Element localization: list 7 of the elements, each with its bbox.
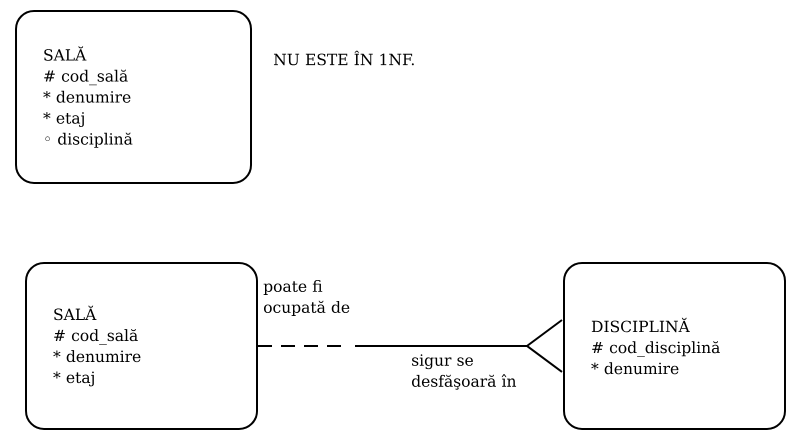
- note: NU ESTE ÎN 1NF.: [274, 50, 414, 66]
- edge-label: poate fi ocupată de: [264, 280, 350, 316]
- entity-box: SALĂ # cod_sală * denumire * etaj ◦ disciplină: [15, 10, 252, 184]
- role-label: sigur se desfăşoară în: [412, 354, 516, 390]
- relationship-line: [258, 319, 563, 373]
- entity-box: SALĂ # cod_sală * denumire * etaj: [25, 262, 258, 430]
- entity-box: DISCIPLINĂ # cod_disciplină * denumire: [563, 262, 786, 430]
